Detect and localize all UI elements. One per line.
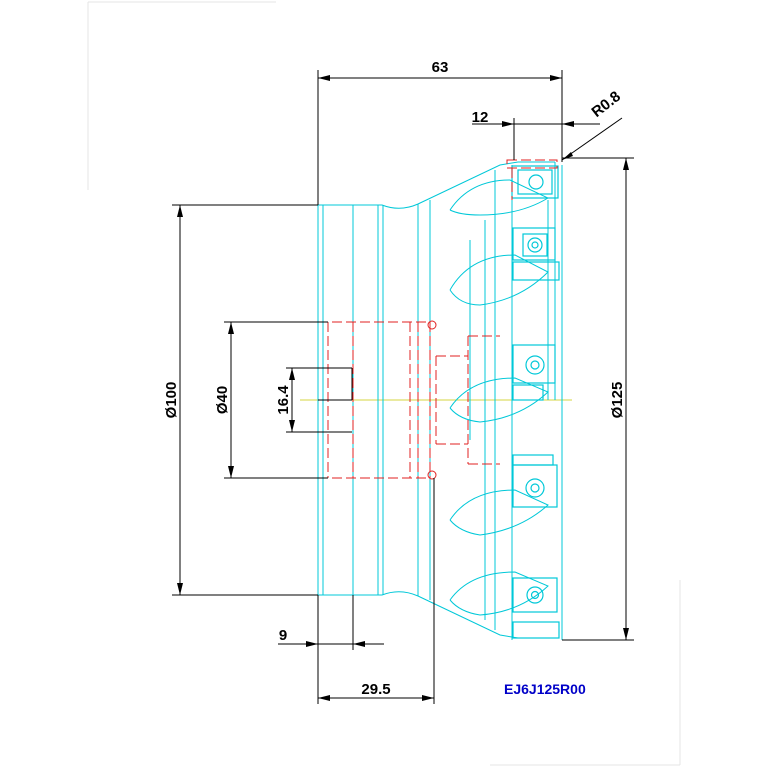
insert-3: [512, 344, 556, 401]
dim-bore-depth: 29.5: [361, 681, 390, 698]
drawing-frame: [87, 1, 681, 766]
dim-bore-diameter: Ø40: [214, 386, 231, 414]
hidden-bore-corners: [427, 320, 437, 480]
dim-body-diameter: Ø100: [163, 382, 180, 419]
dim-keyway-width: 16.4: [275, 385, 292, 415]
hidden-bore-lines: [318, 159, 558, 479]
dimension-arrows: [177, 75, 629, 701]
dim-overall-length: 63: [432, 59, 449, 76]
dim-insert-width: 12: [472, 109, 489, 126]
insert-2: [512, 227, 560, 281]
dim-keyway-depth: 9: [279, 627, 287, 644]
dim-corner-radius: R0.8: [589, 88, 624, 121]
insert-4: [512, 454, 558, 508]
part-number-label: EJ6J125R00: [504, 681, 586, 697]
dim-cutter-diameter: Ø125: [609, 382, 626, 419]
insert-top: [511, 165, 559, 199]
insert-5: [512, 577, 560, 639]
dimension-lines: [172, 70, 634, 704]
